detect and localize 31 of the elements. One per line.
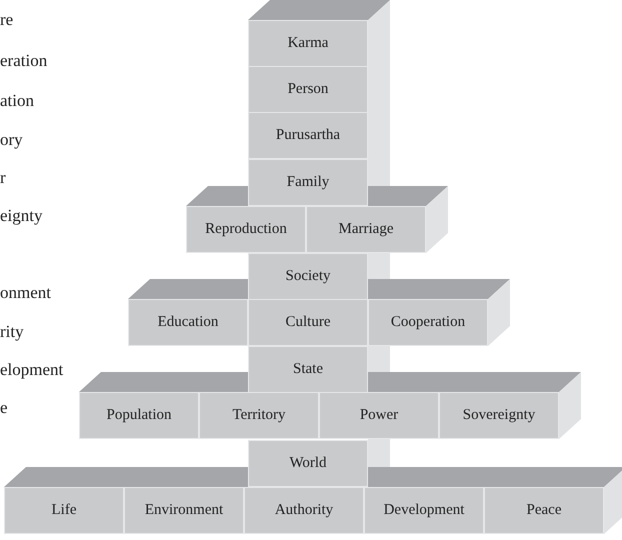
block-face: Education [128, 299, 248, 346]
block-face: Family [248, 159, 368, 206]
cropped-text: rity [0, 322, 24, 342]
block-face: Territory [199, 392, 319, 439]
block-face: State [248, 346, 368, 393]
cropped-text: onment [0, 283, 51, 303]
block-face: Development [364, 487, 484, 534]
block-face: Karma [248, 20, 368, 67]
block-face: Power [319, 392, 439, 439]
block-face: Peace [484, 487, 604, 534]
block-face: Population [79, 392, 199, 439]
cropped-text: elopment [0, 360, 64, 380]
block-face: Culture [248, 299, 368, 346]
cropped-text: eignty [0, 206, 42, 226]
block-face: Cooperation [368, 299, 488, 346]
block-face: Reproduction [186, 206, 306, 253]
cropped-text: ory [0, 130, 23, 150]
cropped-text: eration [0, 51, 48, 71]
block-face: Purusartha [248, 112, 368, 159]
cropped-text: ation [0, 91, 34, 111]
cropped-text: r [0, 168, 6, 188]
block-face: Marriage [306, 206, 426, 253]
block-face: Life [4, 487, 124, 534]
block-face: Authority [244, 487, 364, 534]
block-face: Environment [124, 487, 244, 534]
block-face: Sovereignty [439, 392, 559, 439]
block-face: Person [248, 66, 368, 113]
cropped-text: re [0, 10, 14, 30]
cropped-text: e [0, 398, 8, 418]
block-face: Society [248, 253, 368, 300]
block-face: World [248, 440, 368, 487]
